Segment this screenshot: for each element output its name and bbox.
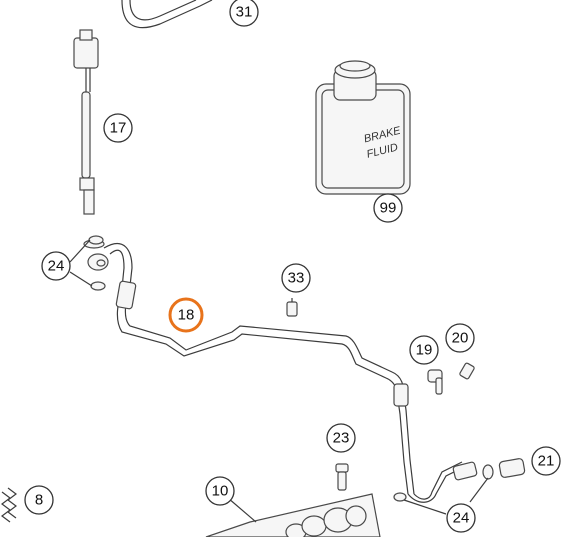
svg-text:20: 20: [452, 330, 469, 347]
part-24-seal-rings-left: [69, 235, 109, 291]
callout-19[interactable]: 19: [409, 335, 439, 365]
svg-text:17: 17: [110, 120, 127, 137]
svg-text:21: 21: [538, 453, 555, 470]
svg-text:18: 18: [178, 307, 195, 324]
callout-8[interactable]: 8: [24, 485, 54, 515]
part-21-fitting: [452, 458, 526, 503]
part-19-screw: [427, 369, 443, 395]
part-8-spring: [1, 487, 17, 523]
svg-text:24: 24: [453, 510, 470, 527]
svg-text:99: 99: [380, 200, 397, 217]
callout-24-right[interactable]: 24: [446, 503, 476, 533]
callout-31[interactable]: 31: [229, 0, 259, 27]
callout-33[interactable]: 33: [281, 263, 311, 293]
callout-18-highlighted[interactable]: 18: [168, 297, 204, 333]
part-23-bolt: [335, 463, 349, 491]
svg-text:33: 33: [288, 270, 305, 287]
callout-21[interactable]: 21: [531, 446, 561, 476]
svg-text:31: 31: [236, 4, 253, 21]
callout-10[interactable]: 10: [205, 476, 235, 506]
part-18-brake-line: [103, 242, 467, 503]
svg-text:19: 19: [416, 342, 433, 359]
callout-23[interactable]: 23: [326, 423, 356, 453]
svg-text:23: 23: [333, 430, 350, 447]
callout-17[interactable]: 17: [103, 113, 133, 143]
part-20-bleed-nipple: [459, 362, 475, 380]
callout-24-left[interactable]: 24: [41, 251, 71, 281]
part-33-clip: [286, 298, 298, 317]
part-31-cable: [121, 0, 213, 29]
part-17-brake-switch: [73, 29, 105, 249]
part-24-seal-rings-right: [403, 499, 447, 515]
callout-20[interactable]: 20: [445, 323, 475, 353]
svg-text:10: 10: [212, 483, 229, 500]
callout-99[interactable]: 99: [373, 193, 403, 223]
svg-text:24: 24: [48, 258, 65, 275]
part-99-brake-fluid-bottle: BRAKE FLUID: [315, 60, 411, 195]
part-10-master-cylinder: [205, 493, 381, 537]
svg-text:8: 8: [35, 492, 43, 509]
